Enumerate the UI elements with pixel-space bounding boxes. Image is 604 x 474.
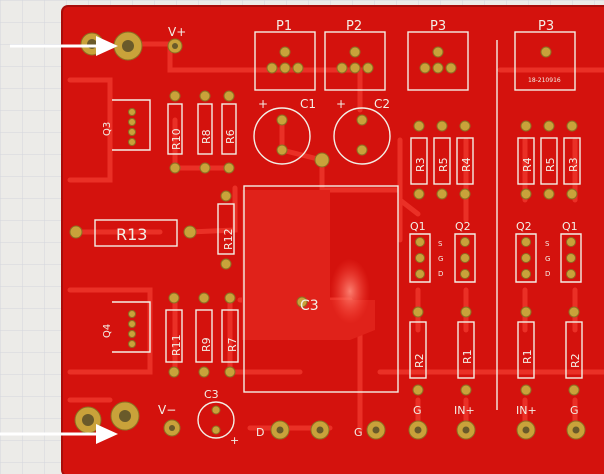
label-q2-a: Q2 [455,220,471,233]
label-g-bottom-a: G [413,404,422,417]
label-g-bottom-b: G [570,404,579,417]
label-q4: Q4 [102,324,113,338]
silkscreen-text: V+ V− P1 P2 P3 P3 18-210916 C1 C2 + + C3… [102,19,582,447]
label-r7: R7 [226,337,239,352]
label-r2-b: R2 [569,353,582,368]
label-r6: R6 [224,129,237,144]
label-q1-a: Q1 [410,220,426,233]
label-d-bottom: D [256,426,264,439]
label-c3-small: C3 [204,388,219,401]
label-r11: R11 [170,334,183,356]
label-pin-g-a: G [438,255,443,263]
label-pin-d-a: D [438,270,443,278]
label-r1-b: R1 [521,349,534,364]
label-r2-a: R2 [413,353,426,368]
copper-pour [242,190,375,340]
label-q3: Q3 [102,122,113,136]
label-r9: R9 [200,337,213,352]
label-r10: R10 [170,128,183,150]
label-p3-b: P3 [538,19,554,34]
label-r8: R8 [200,129,213,144]
label-c1-plus: + [258,97,268,111]
label-r5-b: R5 [544,157,557,172]
label-q2-b: Q2 [516,220,532,233]
label-r4-b: R4 [521,157,534,172]
label-vplus: V+ [168,25,186,39]
label-r4-a: R4 [460,157,473,172]
solder-pads [69,31,586,440]
label-p1: P1 [276,19,292,34]
label-pot-code: 18-210916 [528,77,561,84]
label-c1: C1 [300,97,316,111]
label-c2-plus: + [336,97,346,111]
label-vminus: V− [158,403,176,417]
label-pin-g-b: G [545,255,550,263]
label-r3-a: R3 [414,157,427,172]
label-p2: P2 [346,19,362,34]
label-r3-b: R3 [567,157,580,172]
label-c3-large: C3 [300,298,319,314]
label-pin-s-b: S [545,240,550,248]
label-r12: R12 [222,228,235,250]
annotation-arrow-top [10,36,118,56]
label-g-bottom-c: G [354,426,363,439]
label-r1-a: R1 [461,349,474,364]
label-inplus-b: IN+ [516,404,537,417]
label-r13: R13 [116,225,147,244]
label-p3-a: P3 [430,19,446,34]
annotation-arrow-bottom [0,424,118,444]
label-pin-d-b: D [545,270,550,278]
label-c2: C2 [374,97,390,111]
label-pin-s-a: S [438,240,443,248]
label-inplus-a: IN+ [454,404,475,417]
label-r5-a: R5 [437,157,450,172]
label-c3-plus: + [230,434,239,447]
label-q1-b: Q1 [562,220,578,233]
silkscreen-outlines [94,31,583,439]
